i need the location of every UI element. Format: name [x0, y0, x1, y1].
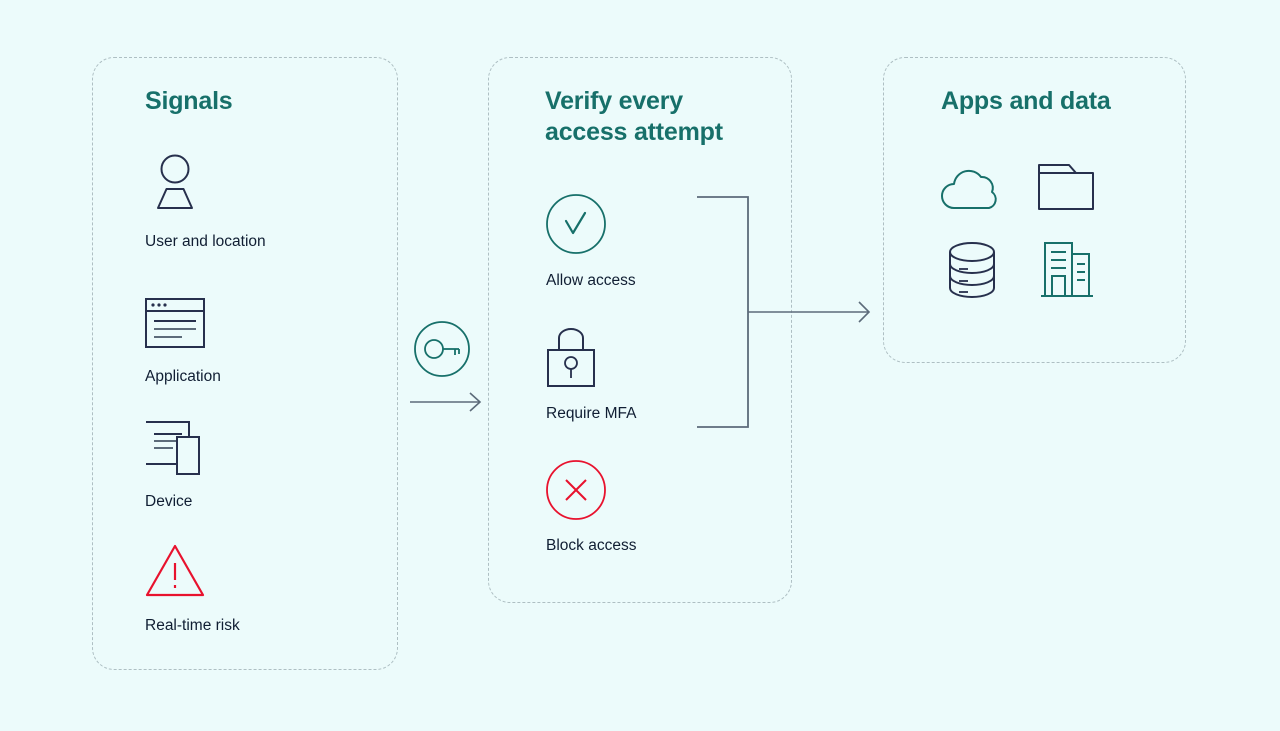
signal-label: User and location	[145, 233, 266, 250]
folder-icon	[1036, 162, 1098, 214]
panel-verify-access	[488, 57, 792, 603]
key-circle-icon	[413, 320, 471, 378]
check-circle-icon	[545, 193, 607, 255]
padlock-icon	[545, 328, 597, 388]
x-circle-icon	[545, 459, 607, 521]
panel-verify-title: Verify every access attempt	[545, 87, 723, 146]
application-window-icon	[144, 297, 206, 351]
panel-apps-title: Apps and data	[941, 87, 1111, 115]
building-icon	[1036, 240, 1098, 300]
warning-triangle-icon	[144, 543, 206, 599]
bracket-arrow-icon	[697, 192, 887, 432]
signal-label: Device	[145, 493, 193, 510]
signal-label: Real-time risk	[145, 617, 240, 634]
device-icon	[144, 420, 208, 476]
decision-label: Require MFA	[546, 405, 637, 422]
cloud-icon	[941, 162, 1003, 214]
signal-label: Application	[145, 368, 221, 385]
database-icon	[941, 240, 1003, 300]
arrow-right-icon	[410, 392, 486, 412]
panel-signals	[92, 57, 398, 670]
decision-label: Allow access	[546, 272, 636, 289]
panel-apps-and-data	[883, 57, 1186, 363]
decision-label: Block access	[546, 537, 637, 554]
user-location-icon	[144, 152, 206, 214]
panel-signals-title: Signals	[145, 87, 233, 115]
